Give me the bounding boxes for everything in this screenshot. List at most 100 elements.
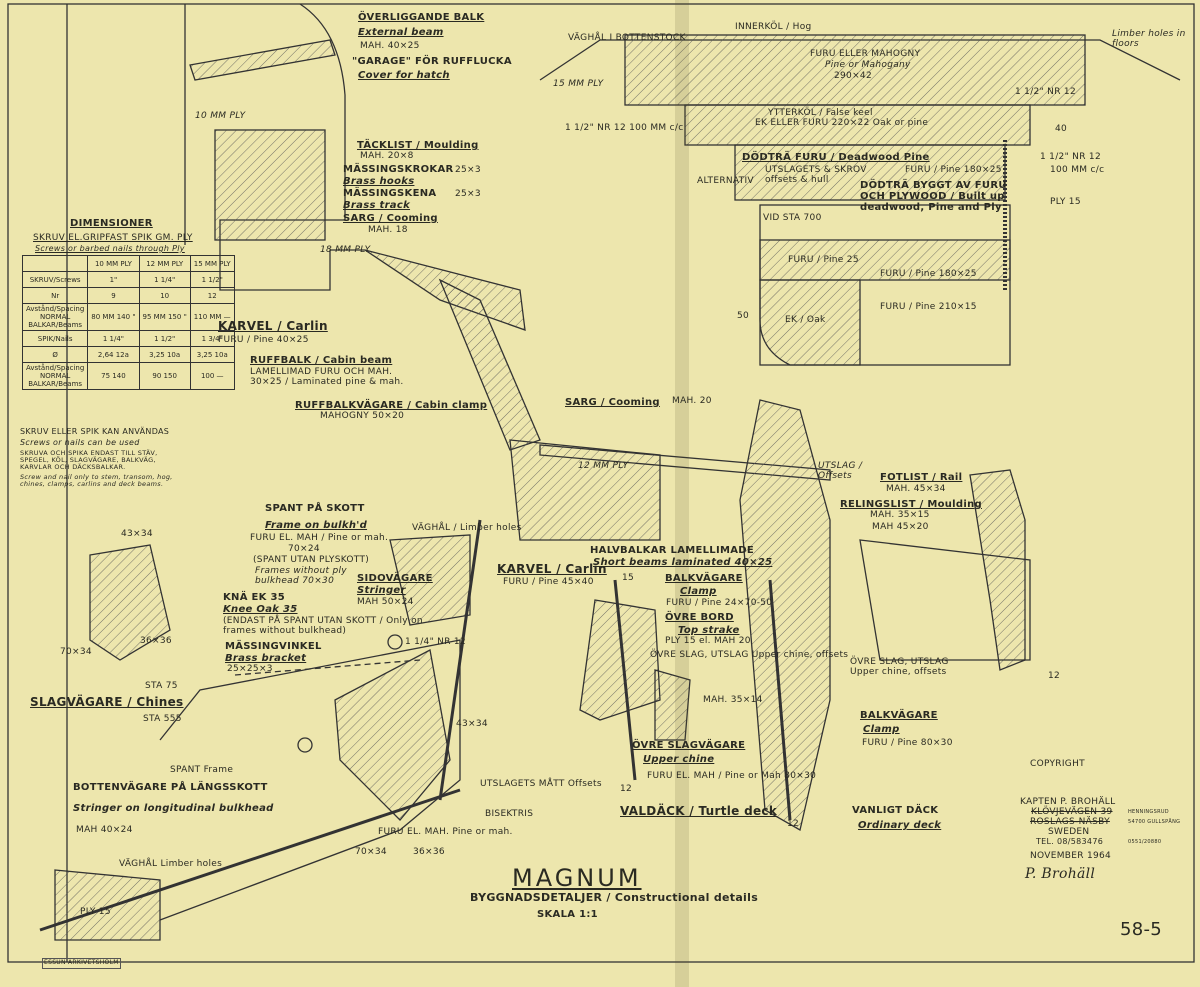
- label-furu8030: FURU EL. MAH / Pine or Mah 80×30: [647, 771, 817, 781]
- dimensions-note2: Screws or nails can be used: [20, 438, 140, 447]
- table-cell: 1 1/4": [87, 330, 140, 347]
- table-cell: 95 MM 150 ": [138, 303, 191, 331]
- table-cell: Nr: [21, 287, 89, 304]
- label-k25: 25×3: [455, 165, 481, 175]
- label-frame: Frame on bulkh'd: [265, 520, 368, 531]
- label-ovreslag: ÖVRE SLAG, UTSLAG Upper chine, offsets: [650, 650, 849, 660]
- label-dodtra2: DÖDTRÄ BYGGT AV FURU OCH PLYWOOD / Built…: [860, 180, 1007, 213]
- label-mah3515: MAH. 35×15: [870, 510, 930, 520]
- label-skena: MÄSSINGSKENA: [343, 188, 437, 199]
- label-mah20b: MAH. 20: [672, 396, 712, 406]
- label-mah3514: MAH. 35×14: [703, 695, 763, 705]
- label-kna: KNÄ EK 35: [223, 592, 286, 603]
- table-cell: Avstånd/Spacing NORMAL BALKAR/Beams: [21, 303, 89, 331]
- table-cell: 75 140: [87, 362, 140, 390]
- author-address1: KLÖVJEVÄGEN 39: [1031, 807, 1113, 817]
- label-s7034: 70×34: [60, 647, 92, 657]
- label-karvel1: KARVEL / Carlin: [218, 319, 328, 333]
- label-mah18: MAH. 18: [368, 225, 408, 235]
- label-furu80: FURU / Pine 80×30: [862, 738, 953, 748]
- label-utslag1: UTSLAGETS & SKROV offsets & hull: [765, 165, 867, 185]
- label-ply15mah: PLY 15 el. MAH 20: [665, 636, 751, 646]
- label-s4334: 43×34: [121, 529, 153, 539]
- label-krokar: MÄSSINGSKROKAR: [343, 164, 454, 175]
- label-furu180b: FURU / Pine 180×25: [880, 269, 977, 279]
- label-nr12b: 1 1/2" NR 12: [1015, 87, 1076, 97]
- label-ovrebord: ÖVRE BORD: [665, 612, 734, 623]
- label-mah4534: MAH. 45×34: [886, 484, 946, 494]
- label-sta75: STA 75: [145, 681, 178, 691]
- table-cell: 12: [189, 287, 235, 304]
- label-furuelmah: FURU EL. MAH. Pine or mah.: [378, 827, 513, 837]
- label-plyb15: PLY 15: [80, 907, 111, 917]
- table-cell: 80 MM 140 ": [87, 303, 140, 331]
- label-vanligt: VANLIGT DÄCK: [852, 805, 939, 816]
- label-plyr15: PLY 15: [1050, 197, 1081, 207]
- label-mvinkel: MÄSSINGVINKEL: [225, 641, 322, 652]
- label-s7024: 70×24: [288, 544, 320, 554]
- author-address1b: HENNINGSRUD: [1128, 809, 1169, 815]
- table-cell: 1 1/2": [138, 330, 191, 347]
- label-s290: 290×42: [834, 71, 872, 81]
- label-tacklist: TÄCKLIST / Moulding: [357, 140, 479, 151]
- label-spantframe: SPANT Frame: [170, 765, 234, 775]
- label-s7034b: 70×34: [355, 847, 387, 857]
- label-botten: BOTTENVÄGARE PÅ LÄNGSSKOTT: [73, 782, 268, 793]
- label-valdack: VALDÄCK / Turtle deck: [620, 804, 778, 818]
- table-cell: 15 MM PLY: [189, 255, 235, 272]
- label-ply12: 12 MM PLY: [578, 461, 629, 471]
- label-bisektris: BISEKTRIS: [485, 809, 534, 819]
- table-cell: 3,25 10a: [189, 346, 235, 363]
- label-ekoak: EK / Oak: [785, 315, 826, 325]
- label-b25: 25×25×3: [227, 664, 273, 674]
- table-cell: 10: [138, 287, 191, 304]
- label-ovreslag2: ÖVRE SLAG, UTSLAG Upper chine, offsets: [850, 657, 949, 677]
- label-alternativ: ALTERNATIV: [697, 176, 754, 186]
- table-cell: 1 1/2": [189, 271, 235, 288]
- author-tel: TEL. 08/583476: [1036, 837, 1104, 846]
- table-cell: Ø: [21, 346, 89, 363]
- label-slag: SLAGVÄGARE / Chines: [30, 695, 184, 709]
- label-utslagoff: UTSLAG / Offsets: [818, 461, 863, 481]
- label-s3636: 36×36: [140, 636, 172, 646]
- table-cell: Avstånd/Spacing NORMAL BALKAR/Beams: [21, 362, 89, 390]
- drawing-date: NOVEMBER 1964: [1030, 851, 1112, 861]
- label-pinehog: Pine or Mahogany: [825, 60, 911, 70]
- label-balkvag: BALKVÄGARE: [665, 573, 743, 584]
- author-address2b: 54700 GULLSPÅNG: [1128, 819, 1181, 825]
- label-spantutan: (SPANT UTAN PLYSKOTT): [253, 555, 370, 565]
- label-ply15: 15 MM PLY: [553, 79, 604, 89]
- label-s25: 25×3: [455, 189, 481, 199]
- table-cell: 1 1/4": [138, 271, 191, 288]
- table-cell: 12 MM PLY: [138, 255, 191, 272]
- label-garage: "GARAGE" FÖR RUFFLUCKA: [352, 56, 512, 67]
- label-mah4024: MAH 40×24: [76, 825, 133, 835]
- label-stringeron: Stringer on longitudinal bulkhead: [73, 803, 274, 814]
- label-s3636b: 36×36: [413, 847, 445, 857]
- archive-stamp: ESSUN ARKIVETSHOLM: [42, 958, 121, 969]
- label-furuhog: FURU ELLER MAHOGNY: [810, 49, 921, 59]
- label-n12a: 12: [620, 784, 633, 794]
- dimensions-sub1: SKRUV EL.GRIPFAST SPIK GM. PLY: [33, 233, 193, 243]
- label-nr12a: 1 1/2" NR 12 100 MM c/c: [565, 123, 684, 133]
- label-ply10: 10 MM PLY: [195, 111, 246, 121]
- label-innerkol: INNERKÖL / Hog: [735, 22, 812, 32]
- label-furu210: FURU / Pine 210×15: [880, 302, 977, 312]
- label-mah5024: MAH 50×24: [357, 597, 414, 607]
- signature: P. Brohäll: [1025, 866, 1096, 882]
- label-brasshooks: Brass hooks: [343, 176, 415, 187]
- label-furumah: FURU EL. MAH / Pine or mah.: [250, 533, 389, 543]
- label-clamp2: Clamp: [863, 724, 900, 735]
- label-nr12c: 1 1/2" NR 12: [1040, 152, 1101, 162]
- label-mah4520: MAH 45×20: [872, 522, 929, 532]
- label-bracket: Brass bracket: [225, 653, 307, 664]
- label-relings: RELINGSLIST / Moulding: [840, 499, 982, 510]
- label-d50: 50: [737, 311, 750, 321]
